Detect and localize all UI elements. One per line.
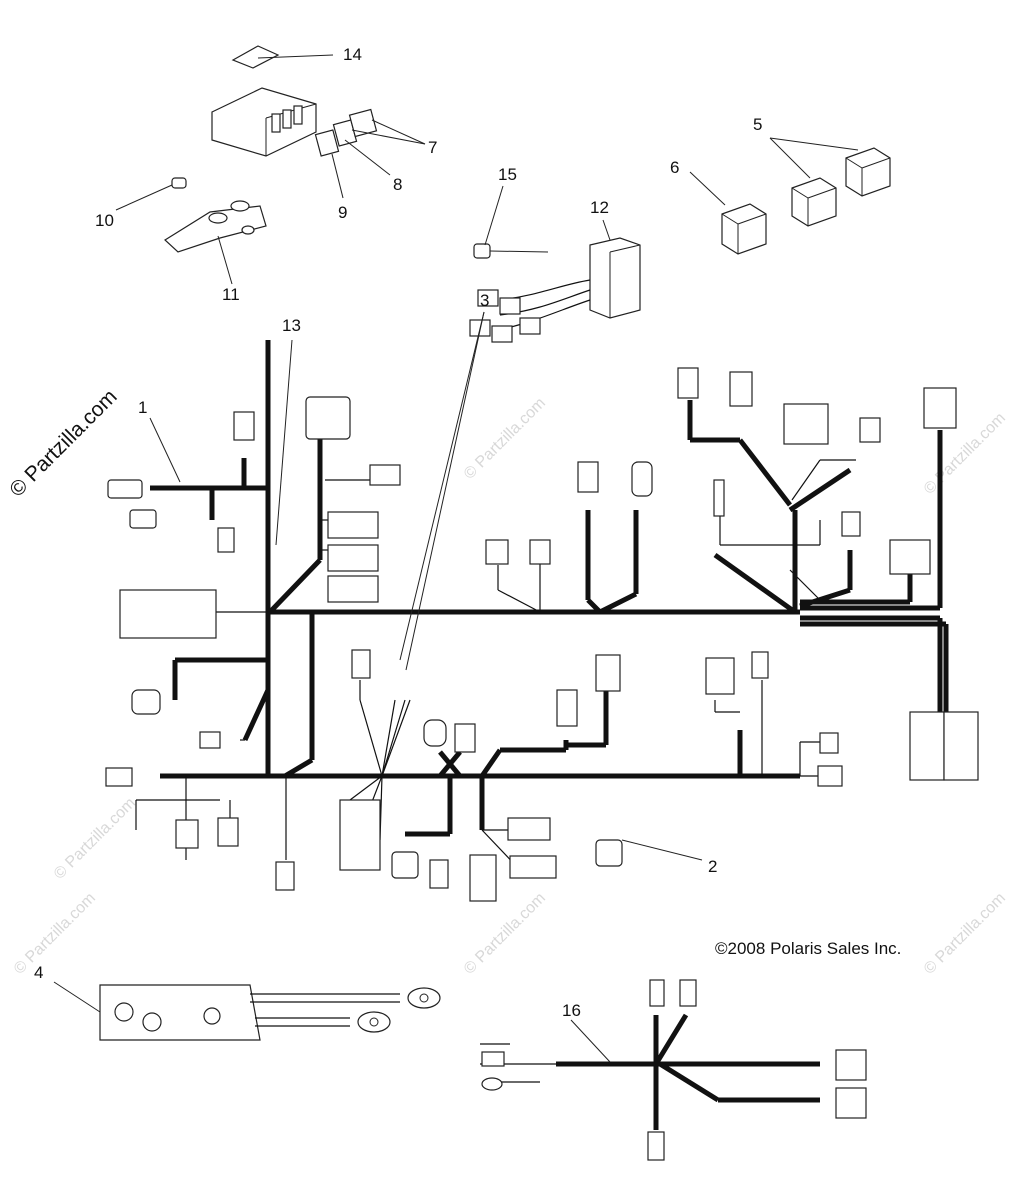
ring-terminal (481, 1077, 503, 1091)
connector (339, 799, 381, 871)
faint-watermark: © Partzilla.com (461, 890, 549, 978)
connector (199, 731, 221, 749)
connector (647, 1131, 665, 1161)
part-relay-6 (721, 203, 767, 255)
connector (713, 479, 725, 517)
connector (305, 396, 351, 440)
part-fuse-block (211, 87, 317, 157)
connector (391, 851, 419, 879)
fuse-holder (327, 544, 379, 572)
callout-1: 1 (138, 398, 147, 417)
part-relay-5b (845, 147, 891, 197)
connector (841, 511, 861, 537)
connector (889, 539, 931, 575)
connector (509, 855, 557, 879)
connector (909, 711, 945, 781)
faint-watermark: © Partzilla.com (11, 890, 99, 978)
callout-8: 8 (393, 175, 402, 194)
connector (817, 765, 843, 787)
connector (751, 651, 769, 679)
connector (859, 417, 881, 443)
connector (233, 411, 255, 441)
connector (677, 367, 699, 399)
part-bracket (164, 200, 267, 253)
connector (595, 654, 621, 692)
part-relay-5a (791, 177, 837, 227)
callout-16: 16 (562, 1001, 581, 1020)
callout-11: 11 (222, 285, 240, 304)
callout-numbers: 14 7 8 9 10 11 15 12 6 5 13 1 3 2 4 16 (34, 45, 762, 1020)
connector (481, 1051, 505, 1067)
callout-15: 15 (498, 165, 517, 184)
connector (783, 403, 829, 445)
connector (485, 539, 509, 565)
part-fuse-block-cover (231, 45, 280, 69)
connector (556, 689, 578, 727)
leader-lines (53, 54, 859, 1063)
connector (107, 479, 143, 499)
part-bolt (473, 243, 549, 259)
connector (275, 861, 295, 891)
sub-harness-16 (480, 979, 867, 1161)
callout-7: 7 (428, 138, 437, 157)
connector (577, 461, 599, 493)
part-fuses (314, 108, 378, 157)
faint-watermark: © Partzilla.com (51, 795, 139, 883)
fuse-holder (327, 511, 379, 539)
connector (454, 723, 476, 753)
faint-watermark: © Partzilla.com (461, 395, 549, 483)
callout-13: 13 (282, 316, 301, 335)
connector (119, 589, 217, 639)
connector (679, 979, 697, 1007)
connector (835, 1049, 867, 1081)
part-battery-cable (99, 984, 441, 1041)
connector (705, 657, 735, 695)
callout-4: 4 (34, 963, 43, 982)
main-harness (135, 340, 949, 871)
faint-watermark: © Partzilla.com (921, 890, 1009, 978)
connector (923, 387, 957, 429)
connector (943, 711, 979, 781)
connector (217, 527, 235, 553)
part-module (469, 237, 641, 343)
connector (369, 464, 401, 486)
connector (175, 819, 199, 849)
callout-6: 6 (670, 158, 679, 177)
connector (631, 461, 653, 497)
connector (469, 854, 497, 902)
callout-9: 9 (338, 203, 347, 222)
part-screw (171, 177, 187, 189)
fuse-holder (327, 575, 379, 603)
connector (835, 1087, 867, 1119)
connector (105, 767, 133, 787)
connector (529, 539, 551, 565)
callout-14: 14 (343, 45, 362, 64)
connector (423, 719, 447, 747)
connector (217, 817, 239, 847)
callout-2: 2 (708, 857, 717, 876)
background-watermarks: © Partzilla.com © Partzilla.com © Partzi… (11, 395, 1009, 978)
copyright-notice: ©2008 Polaris Sales Inc. (715, 939, 901, 958)
connector (429, 859, 449, 889)
callout-12: 12 (590, 198, 609, 217)
callout-10: 10 (95, 211, 114, 230)
part-connector-2 (595, 839, 623, 867)
callout-5: 5 (753, 115, 762, 134)
callout-3: 3 (480, 291, 489, 310)
connector (351, 649, 371, 679)
connector (729, 371, 753, 407)
connector (819, 732, 839, 754)
connector (131, 689, 161, 715)
connector (129, 509, 157, 529)
harness-connectors (105, 367, 979, 902)
connector (507, 817, 551, 841)
connector (649, 979, 665, 1007)
partzilla-watermark: © Partzilla.com (5, 385, 121, 501)
